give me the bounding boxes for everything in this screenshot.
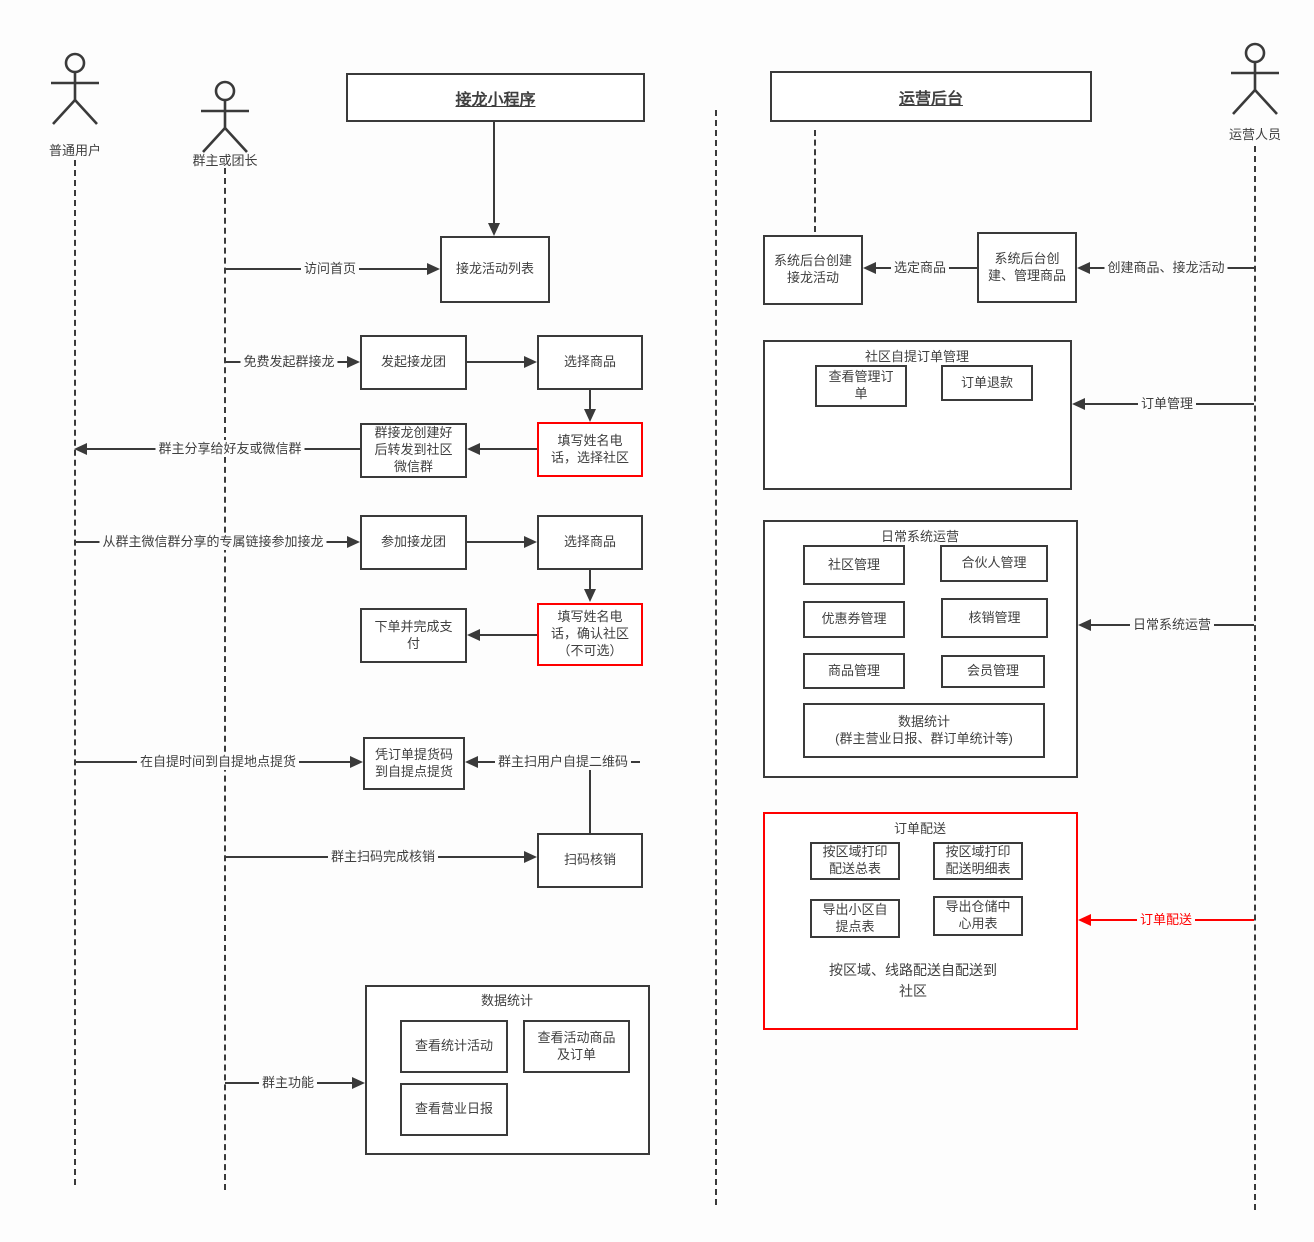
lifeline-user [74,160,76,1185]
arrowhead-down-icon [584,589,596,602]
arrowhead-left-icon [465,756,478,768]
edge-start-to-select [467,361,524,363]
edge-daily-ops-label: 日常系统运营 [1129,616,1215,633]
node-pickup-with-code: 凭订单提货码 到自提点提货 [363,737,465,790]
arrowhead-right-icon [524,851,537,863]
node-stats-wide: 数据统计 (群主营业日报、群订单统计等) [803,703,1045,758]
edge-qr-down [589,770,591,833]
node-export-warehouse: 导出仓储中 心用表 [933,896,1023,936]
edge-owner-features-label: 群主功能 [258,1074,318,1091]
edge-create-goods-activity-label: 创建商品、接龙活动 [1104,259,1228,276]
lifeline-group-owner [224,168,226,1190]
actor-user-label: 普通用户 [48,143,102,158]
node-member-mgmt: 会员管理 [941,655,1045,688]
node-print-detail: 按区域打印 配送明细表 [933,842,1023,880]
node-scan-verify: 扫码核销 [537,833,643,888]
edge-delivery-label: 订单配送 [1136,911,1196,928]
node-share-community: 群接龙创建好 后转发到社区 微信群 [360,423,467,478]
arrowhead-left-icon [1072,398,1085,410]
node-sys-create-activity: 系统后台创建 接龙活动 [763,235,863,305]
node-verify-mgmt: 核销管理 [941,598,1048,638]
header-miniapp: 接龙小程序 [346,73,645,122]
edge-fill-to-share [480,448,537,450]
lifeline-backend [814,130,816,232]
arrowhead-right-icon [524,356,537,368]
node-export-pickup: 导出小区自 提点表 [810,899,900,938]
arrowhead-left-icon [1078,619,1091,631]
edge-owner-scan-verify-label: 群主扫码完成核销 [327,848,439,865]
node-print-total: 按区域打印 配送总表 [810,842,900,880]
node-view-orders: 查看管理订 单 [815,365,907,407]
arrowhead-left-icon [1077,262,1090,274]
node-pay-order: 下单并完成支 付 [360,608,467,663]
arrowhead-down-icon [488,223,500,236]
node-join-chain: 参加接龙团 [360,515,467,570]
group-stats-title: 数据统计 [480,993,534,1008]
node-start-chain: 发起接龙团 [360,335,467,390]
arrowhead-right-icon [524,536,537,548]
node-goods-mgmt: 商品管理 [803,653,905,689]
edge-order-mgmt-label: 订单管理 [1137,395,1197,412]
arrowhead-down-icon [584,409,596,422]
actor-operator-label: 运营人员 [1228,127,1282,142]
edge-owner-share-label: 群主分享给好友或微信群 [155,440,305,457]
node-coupon-mgmt: 优惠券管理 [803,601,905,638]
node-fill-name-select: 填写姓名电 话，选择社区 [537,422,643,477]
arrowhead-right-icon [347,356,360,368]
arrowhead-left-icon [467,443,480,455]
node-community-mgmt: 社区管理 [803,545,905,585]
edge-pickup-time-label: 在自提时间到自提地点提货 [136,753,300,770]
node-select-goods-2: 选择商品 [537,515,643,570]
connector-header-to-list [493,122,495,224]
node-activity-list: 接龙活动列表 [440,236,550,303]
edge-choose-goods-label: 选定商品 [890,259,950,276]
arrowhead-left-icon [467,629,480,641]
arrowhead-right-icon [347,536,360,548]
node-select-goods-1: 选择商品 [537,335,643,390]
arrowhead-left-icon [74,443,87,455]
header-backend: 运营后台 [770,71,1092,122]
edge-owner-scan-qr-label: 群主扫用户自提二维码 [494,753,632,770]
edge-join-via-link-label: 从群主微信群分享的专属链接参加接龙 [99,533,327,550]
actor-operator-icon [1227,42,1283,131]
node-refund: 订单退款 [941,365,1033,401]
node-view-activity: 查看统计活动 [400,1020,508,1073]
edge-free-start-label: 免费发起群接龙 [240,353,338,370]
group-delivery-title: 订单配送 [893,821,947,836]
group-pickup-orders-title: 社区自提订单管理 [864,349,970,364]
edge-select2-down [589,570,591,590]
node-sys-manage-goods: 系统后台创 建、管理商品 [977,232,1077,303]
header-backend-title: 运营后台 [898,90,963,108]
lifeline-separator [715,110,717,1205]
arrowhead-left-red-icon [1078,914,1091,926]
edge-join-to-select [467,541,524,543]
node-view-daily: 查看营业日报 [400,1083,508,1136]
edge-select1-down [589,390,591,410]
arrowhead-right-icon [350,756,363,768]
edge-confirm-to-pay [480,634,537,636]
group-daily-ops-title: 日常系统运营 [880,529,960,544]
edge-visit-home-label: 访问首页 [300,260,360,277]
arrowhead-left-icon [863,262,876,274]
actor-group-owner-icon [197,80,253,169]
node-view-goods-orders: 查看活动商品 及订单 [523,1020,630,1073]
lifeline-operator [1254,146,1256,1210]
arrowhead-right-icon [352,1077,365,1089]
delivery-note: 按区域、线路配送自配送到 社区 [829,962,997,999]
actor-group-owner-label: 群主或团长 [192,153,258,168]
node-fill-name-confirm: 填写姓名电 话，确认社区 （不可选） [537,603,643,666]
header-miniapp-title: 接龙小程序 [455,91,536,109]
actor-user-icon [47,52,103,141]
node-partner-mgmt: 合伙人管理 [940,545,1048,582]
arrowhead-right-icon [427,263,440,275]
